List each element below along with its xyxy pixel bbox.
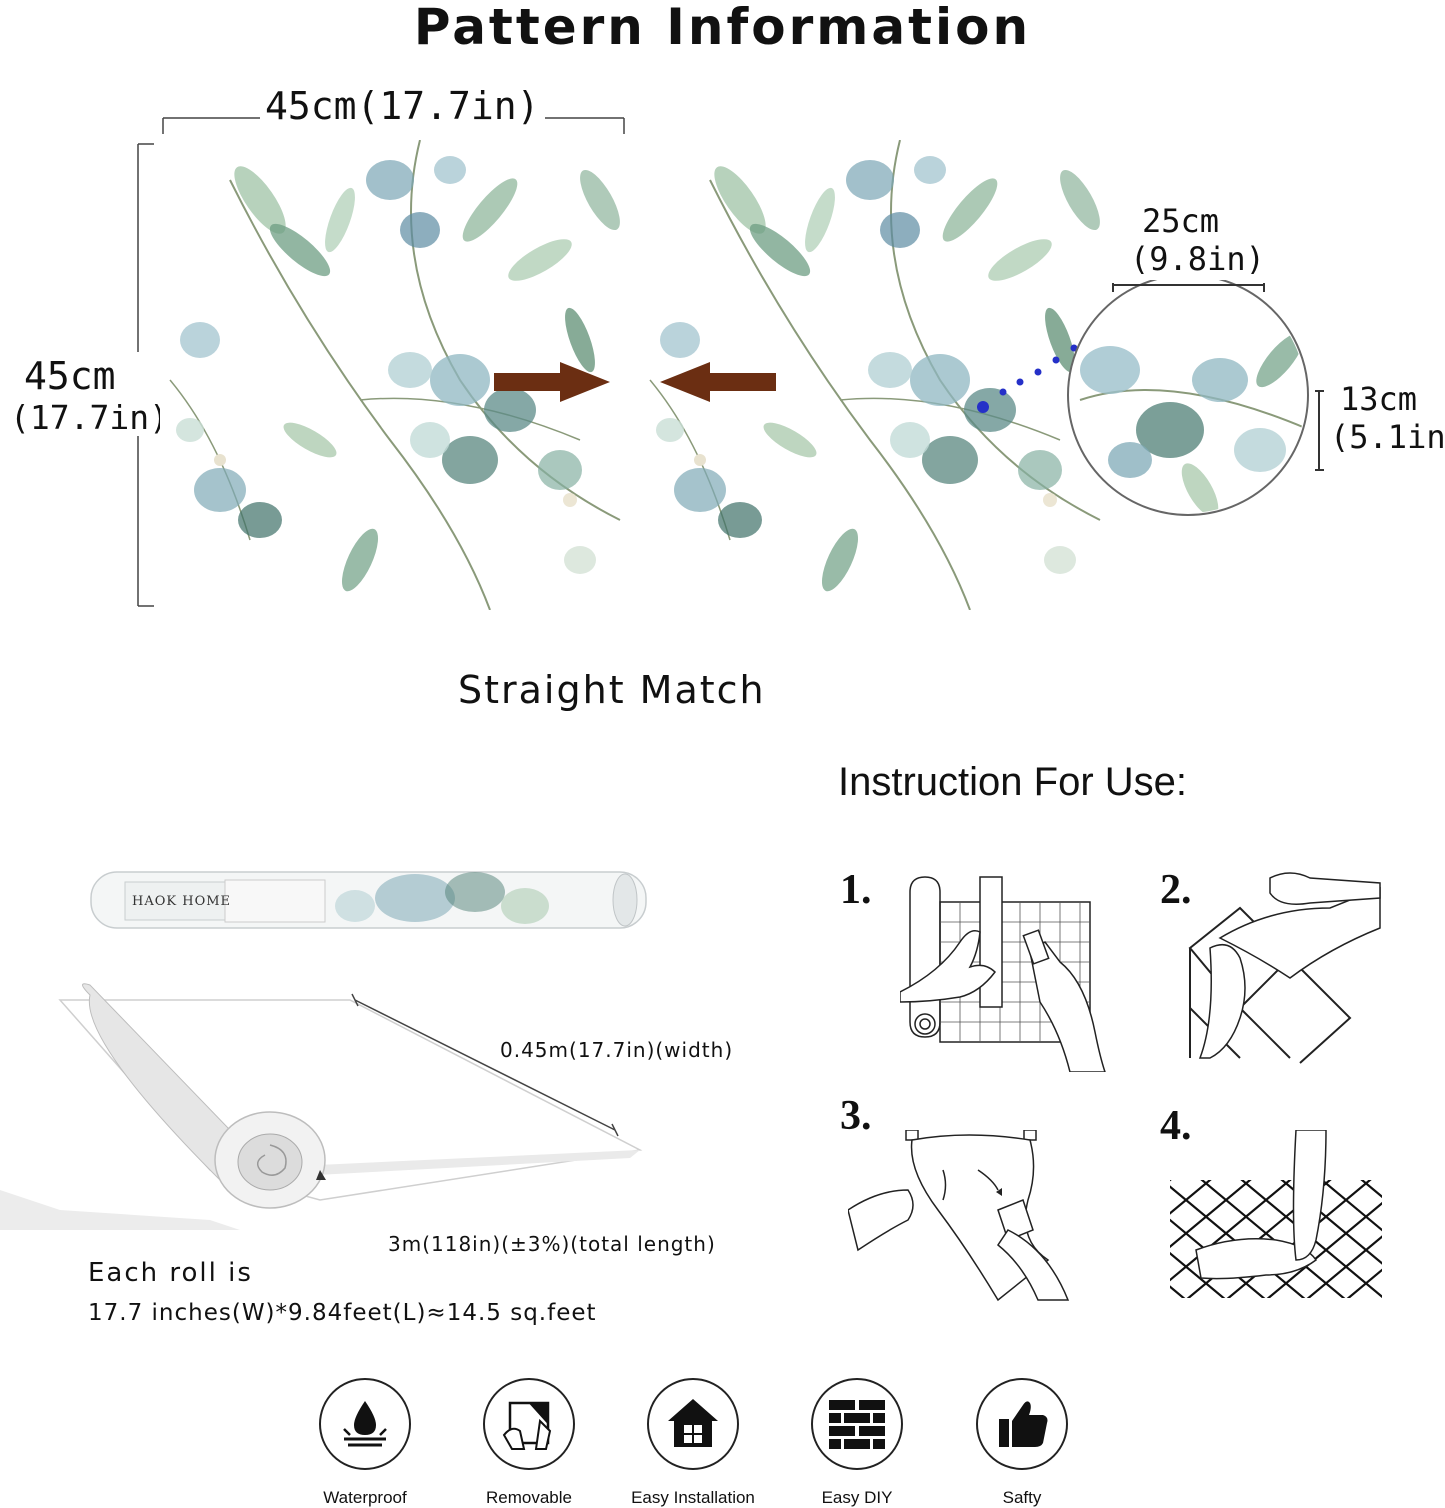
step-4-finished-wall-illustration [1170, 1130, 1382, 1298]
wallpaper-roll-package [90, 871, 647, 929]
feature-label-safty: Safty [1002, 1488, 1042, 1507]
page-title: Pattern Information [413, 0, 1032, 56]
zoom-height-cm: 13cm [1340, 380, 1418, 418]
roll-spec-label: 17.7 inches(W)*9.84feet(L)≈14.5 sq.feet [88, 1300, 597, 1326]
peel-icon [483, 1378, 575, 1470]
each-roll-label: Each roll is [88, 1258, 253, 1288]
match-arrows [494, 362, 776, 402]
feature-label-waterproof: Waterproof [323, 1488, 407, 1507]
feature-removable: Removable [464, 1378, 594, 1508]
zoom-height-line [1315, 390, 1324, 471]
feature-label-removable: Removable [486, 1488, 572, 1507]
zoom-height-in: (5.1in) [1330, 418, 1445, 456]
zoom-width-in: (9.8in) [1130, 240, 1265, 278]
match-type-label: Straight Match [458, 668, 766, 712]
brick-wall-icon [811, 1378, 903, 1470]
width-dimension-line [162, 117, 625, 134]
thumbs-up-icon [976, 1378, 1068, 1470]
step-2-number: 2. [1160, 867, 1192, 913]
roll-brand-label: HAOK HOME [132, 894, 232, 909]
feature-safty: Safty [957, 1378, 1087, 1508]
feature-label-easy-diy: Easy DIY [821, 1488, 893, 1507]
instructions-title: Instruction For Use: [838, 760, 1188, 804]
house-icon [647, 1378, 739, 1470]
open-roll-illustration [0, 983, 643, 1230]
zoom-detail [977, 280, 1309, 516]
roll-width-label: 0.45m(17.7in)(width) [500, 1038, 734, 1062]
feature-easy-diy: Easy DIY [792, 1378, 922, 1508]
step-2-peel-illustration [1188, 872, 1381, 1064]
height-dimension-line [137, 143, 154, 607]
zoom-width-line [1112, 283, 1265, 292]
pattern-height-in: (17.7in) [10, 398, 169, 437]
zoom-width-cm: 25cm [1142, 202, 1220, 240]
step-4-number: 4. [1160, 1103, 1192, 1149]
water-drop-icon [319, 1378, 411, 1470]
roll-length-label: 3m(118in)(±3%)(total length) [388, 1232, 716, 1256]
step-1-number: 1. [840, 867, 872, 913]
step-1-measure-cut-illustration [900, 876, 1106, 1072]
arrow-left-icon [660, 362, 776, 402]
pattern-width-label: 45cm(17.7in) [265, 84, 540, 128]
feature-waterproof: Waterproof [300, 1378, 430, 1508]
feature-easy-installation: Easy Installation [628, 1378, 758, 1508]
step-3-apply-smooth-illustration [848, 1130, 1070, 1302]
step-3-number: 3. [840, 1093, 872, 1139]
arrow-right-icon [494, 362, 610, 402]
pattern-height-cm: 45cm [24, 354, 116, 398]
pattern-preview [160, 140, 1110, 610]
feature-label-easy-installation: Easy Installation [631, 1488, 755, 1507]
